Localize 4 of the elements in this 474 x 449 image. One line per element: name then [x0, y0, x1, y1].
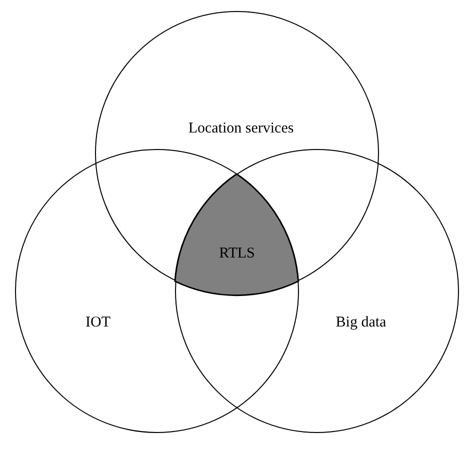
set-label: IOT [86, 314, 110, 332]
set-label: RTLS [219, 245, 255, 262]
set-label: Big data [336, 314, 386, 332]
set-label: Location services [188, 120, 294, 138]
